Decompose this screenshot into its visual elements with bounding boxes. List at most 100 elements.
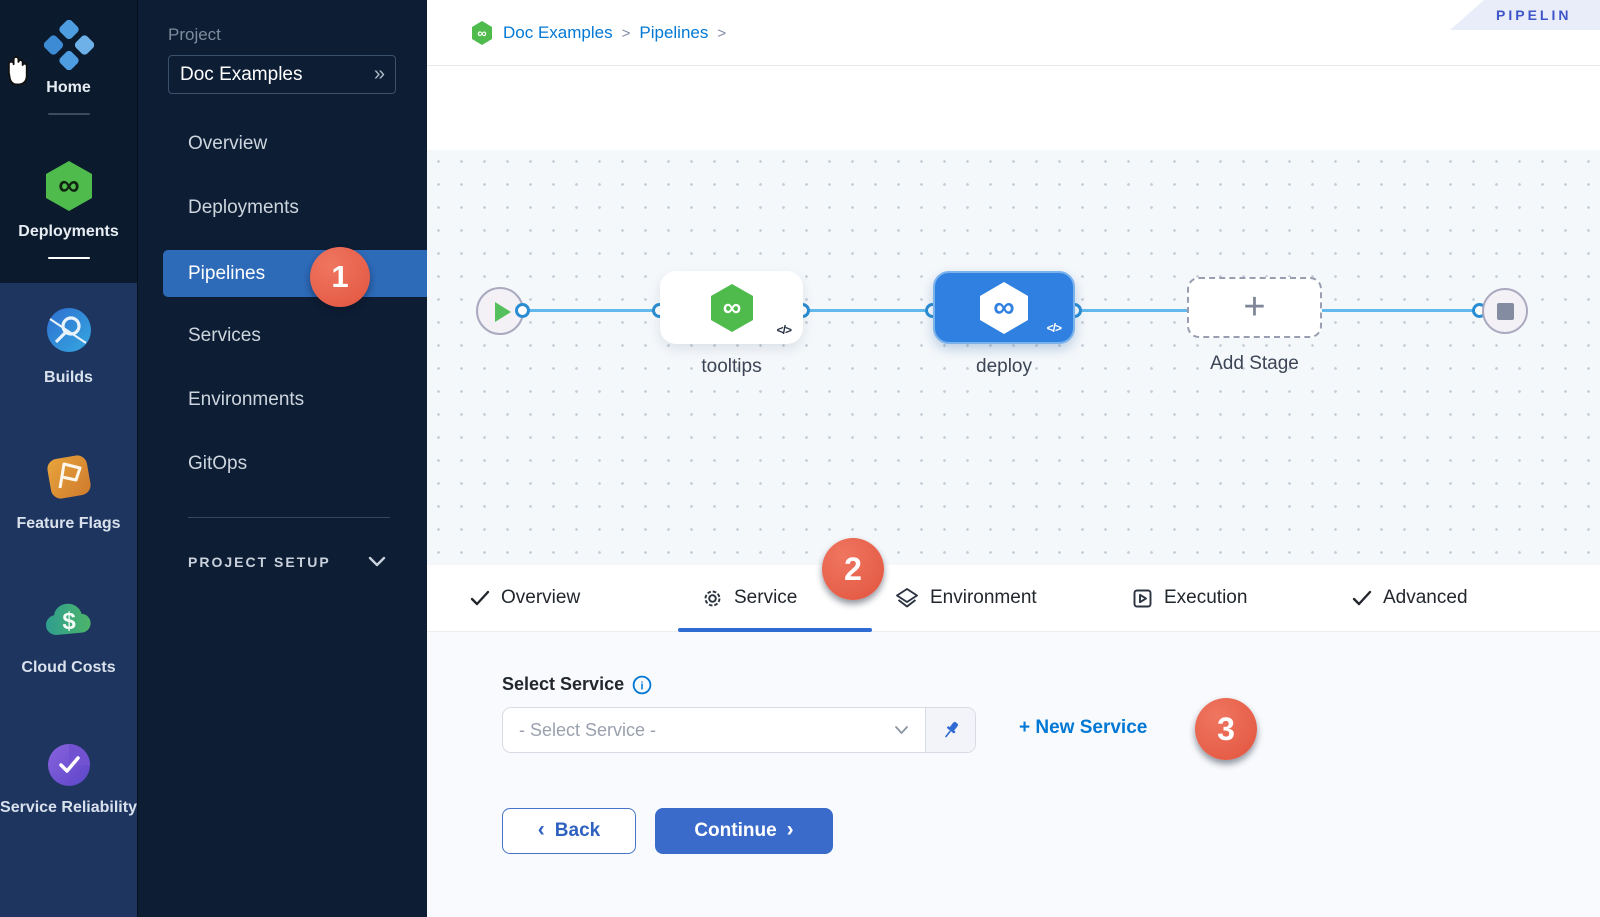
sidebar-label-builds[interactable]: Builds — [44, 369, 93, 386]
nav-item-gitops[interactable]: GitOps — [188, 453, 248, 474]
connector-dot[interactable] — [515, 303, 530, 318]
pin-input-type-button[interactable] — [925, 708, 975, 752]
sidebar-item-cloud-costs[interactable]: $ — [0, 595, 137, 650]
sidebar-item-home[interactable] — [0, 20, 137, 75]
svg-text:$: $ — [62, 608, 76, 635]
sidebar-label-feature-flags[interactable]: Feature Flags — [16, 515, 121, 532]
sidebar-label-service-reliability[interactable]: Service Reliability — [0, 799, 137, 816]
environment-layers-icon — [896, 588, 918, 608]
home-icon — [43, 20, 94, 70]
code-view-icon[interactable]: </> — [1046, 321, 1062, 335]
module-rail: Home ∞ Deployments Builds — [0, 0, 137, 917]
svg-text:∞: ∞ — [58, 169, 79, 202]
back-button[interactable]: ‹ Back — [502, 808, 636, 854]
plus-icon: + — [1243, 286, 1266, 328]
tab-execution-label: Execution — [1164, 587, 1248, 608]
sidebar-item-service-reliability[interactable] — [0, 740, 137, 795]
check-icon — [470, 590, 490, 606]
tab-execution[interactable]: Execution — [1132, 587, 1247, 609]
sidebar-label-cloud-costs[interactable]: Cloud Costs — [21, 659, 116, 676]
rail-divider — [48, 113, 90, 115]
sidebar-item-builds[interactable] — [0, 305, 137, 360]
step-badge-2: 2 — [822, 538, 884, 600]
back-button-label: Back — [554, 820, 601, 841]
chevron-down-icon[interactable] — [368, 556, 386, 568]
expand-projects-icon[interactable]: » — [373, 63, 385, 85]
cloud-costs-icon: $ — [45, 603, 91, 635]
tab-service[interactable]: Service — [702, 587, 797, 609]
stop-icon — [1497, 303, 1514, 320]
module-rail-active-section — [0, 0, 137, 283]
service-reliability-icon — [47, 744, 90, 786]
step-badge-3: 3 — [1195, 698, 1257, 760]
service-select-placeholder: - Select Service - — [519, 719, 657, 740]
nav-item-pipelines-label: Pipelines — [188, 263, 266, 284]
svg-text:i: i — [641, 680, 644, 692]
select-service-label: Select Service i — [502, 674, 652, 695]
breadcrumb-bar: ∞ Doc Examples > Pipelines > PIPELIN — [427, 0, 1600, 66]
tab-overview[interactable]: Overview — [470, 587, 580, 609]
breadcrumb-link-pipelines[interactable]: Pipelines — [639, 23, 709, 42]
tab-advanced-label: Advanced — [1383, 587, 1468, 608]
hand-cursor — [7, 56, 28, 86]
service-select-value[interactable]: - Select Service - — [503, 708, 925, 752]
play-icon — [495, 302, 511, 322]
tab-advanced[interactable]: Advanced — [1352, 587, 1468, 609]
sidebar-label-home[interactable]: Home — [46, 79, 91, 96]
svg-text:∞: ∞ — [993, 291, 1014, 324]
stage-label-tooltips: tooltips — [701, 356, 762, 377]
breadcrumb-link-project[interactable]: Doc Examples — [503, 23, 613, 42]
service-tab-content: Select Service i - Select Service - — [427, 632, 1600, 917]
project-name: Doc Examples — [180, 63, 303, 85]
breadcrumb-separator: > — [717, 24, 727, 42]
harness-stage-icon: ∞ — [980, 281, 1028, 334]
nav-item-deployments[interactable]: Deployments — [188, 197, 299, 218]
new-service-link[interactable]: + New Service — [1019, 717, 1148, 738]
project-setup-toggle[interactable]: PROJECT SETUP — [188, 554, 331, 570]
stage-node-tooltips[interactable]: ∞ </> — [660, 271, 803, 344]
nav-item-overview[interactable]: Overview — [188, 133, 268, 154]
stage-label-deploy: deploy — [976, 356, 1032, 377]
add-stage-label: Add Stage — [1210, 353, 1299, 374]
stage-node-deploy-selected[interactable]: ∞ </> — [933, 271, 1075, 344]
deployments-icon: ∞ — [45, 161, 92, 211]
pipeline-end-node — [1482, 288, 1528, 334]
tab-service-label: Service — [734, 587, 798, 608]
project-nav-panel: Project Doc Examples » Overview Deployme… — [137, 0, 428, 917]
feature-flags-icon — [46, 455, 91, 499]
add-stage-button[interactable]: + — [1187, 277, 1322, 338]
pin-icon — [944, 721, 958, 738]
tab-environment[interactable]: Environment — [895, 587, 1037, 609]
tab-environment-label: Environment — [930, 587, 1037, 608]
harness-stage-icon: ∞ — [710, 283, 753, 332]
breadcrumb-separator: > — [621, 24, 631, 42]
continue-button[interactable]: Continue › — [655, 808, 833, 854]
stage-tab-bar: Overview Service Environ — [427, 538, 1600, 632]
harness-project-icon: ∞ — [472, 21, 492, 45]
gear-icon — [704, 590, 721, 606]
builds-icon — [46, 308, 91, 352]
chevron-down-icon — [895, 726, 908, 734]
svg-text:∞: ∞ — [722, 292, 741, 322]
nav-item-services[interactable]: Services — [188, 325, 261, 346]
project-selector[interactable]: Doc Examples » — [168, 55, 396, 94]
breadcrumb: ∞ Doc Examples > Pipelines > — [470, 20, 726, 46]
sidebar-item-feature-flags[interactable] — [0, 450, 137, 509]
chevron-right-icon: › — [786, 818, 794, 841]
pipeline-title-bar: Help Panel 1 VISUAL — [427, 66, 1600, 189]
sidebar-item-deployments[interactable]: ∞ — [0, 158, 137, 219]
pipeline-studio-ribbon-label: PIPELIN — [1496, 7, 1572, 23]
pipeline-canvas[interactable]: ∞ </> ∞ </> + tooltips — [427, 150, 1600, 565]
check-icon — [1352, 590, 1372, 606]
project-section-label: Project — [168, 25, 221, 44]
nav-item-pipelines[interactable]: Pipelines — [163, 250, 428, 297]
code-view-icon[interactable]: </> — [776, 323, 792, 337]
nav-divider — [188, 517, 390, 518]
sidebar-label-deployments[interactable]: Deployments — [18, 223, 119, 240]
active-tab-underline — [678, 628, 872, 632]
service-select-dropdown[interactable]: - Select Service - — [502, 707, 976, 753]
nav-item-environments[interactable]: Environments — [188, 389, 305, 410]
pipeline-studio-ribbon: PIPELIN — [1450, 0, 1600, 30]
info-icon[interactable]: i — [632, 675, 652, 695]
